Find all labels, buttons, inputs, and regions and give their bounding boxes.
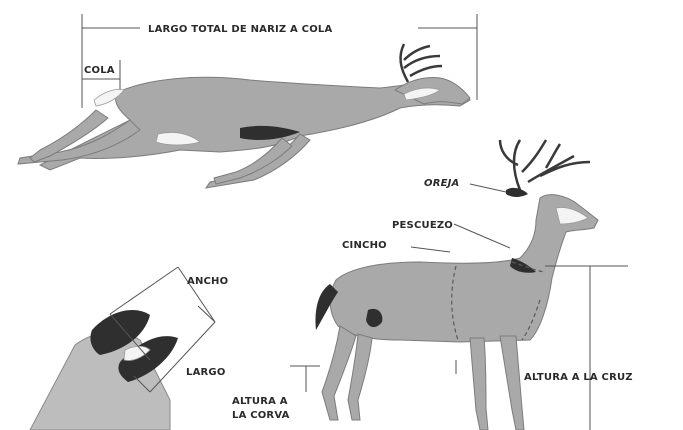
width-label: ANCHO (187, 276, 228, 287)
girth-label: CINCHO (342, 240, 387, 251)
hock-height-label-line1: ALTURA A (232, 396, 288, 407)
withers-height-label: ALTURA A LA CRUZ (524, 372, 633, 383)
tail-label: COLA (84, 65, 115, 76)
length-label: LARGO (186, 367, 226, 378)
total-length-label: LARGO TOTAL DE NARIZ A COLA (148, 24, 332, 35)
hoof-diagram (30, 267, 215, 430)
ear-label: OREJA (424, 178, 460, 189)
neck-label: PESCUEZO (392, 220, 453, 231)
hock-height-label-line2: LA CORVA (232, 410, 290, 421)
leaping-deer (18, 14, 477, 188)
